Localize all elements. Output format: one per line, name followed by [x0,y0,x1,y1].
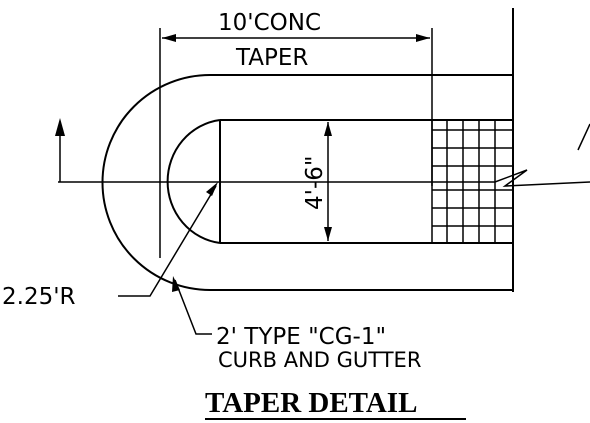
taper-label: TAPER [235,45,308,71]
curb-leader: 2' TYPE "CG-1" CURB AND GUTTER [172,276,421,372]
radius-label: 2.25'R [2,284,76,310]
radius-leader: 2.25'R [2,182,218,310]
width-dimension-text: 4'-6" [302,156,328,210]
detail-title: TAPER DETAIL [205,387,417,419]
width-dimension: 4'-6" [302,122,332,241]
left-direction-arrow-icon [55,118,65,182]
right-direction-arrow-fragment [577,123,590,151]
concrete-dimension: 10'CONC [159,10,433,258]
center-line [58,169,590,187]
concrete-dimension-text: 10'CONC [218,10,321,36]
curb-label-line2: CURB AND GUTTER [218,348,421,372]
curb-label-line1: 2' TYPE "CG-1" [216,324,386,350]
